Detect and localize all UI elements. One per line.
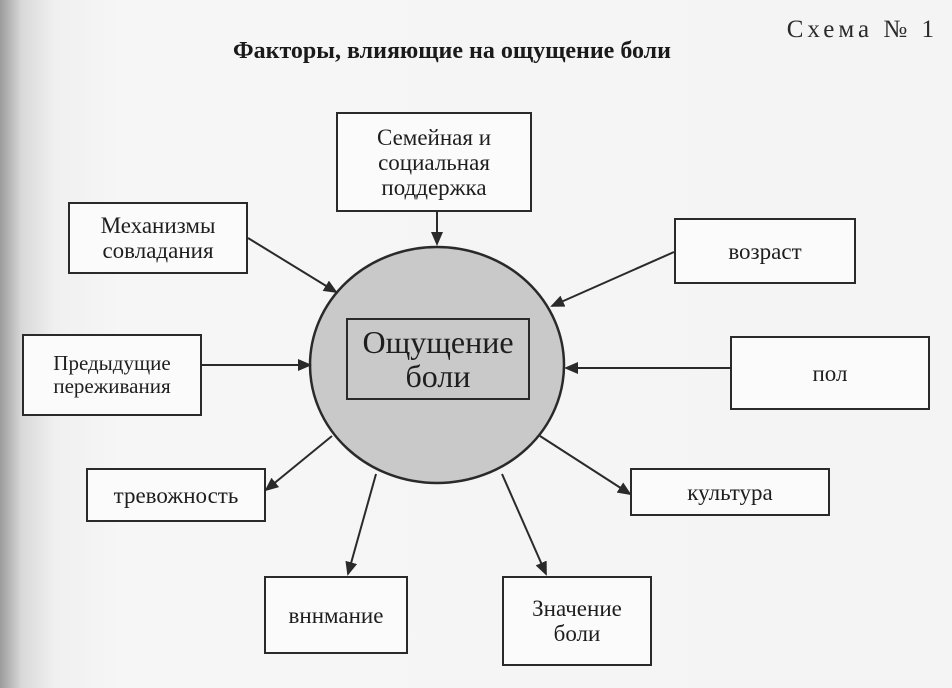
- scheme-number-label: Схема № 1: [786, 16, 938, 43]
- factor-box-attention: вннмание: [264, 576, 408, 654]
- factor-box-gender: пол: [730, 336, 930, 410]
- arrow-age-to-center: [550, 251, 675, 307]
- factor-box-anxiety: тревожность: [86, 468, 266, 522]
- arrow-center-to-attention: [345, 473, 377, 576]
- factor-box-coping: Механизмы совладания: [68, 202, 248, 274]
- arrow-center-to-culture: [539, 435, 632, 496]
- factor-box-family-support: Семейная и социальная поддержка: [336, 112, 532, 212]
- factor-box-culture: культура: [630, 468, 830, 516]
- factor-box-previous-experience: Предыдущие переживания: [22, 334, 202, 416]
- center-label-box: Ощущение боли: [346, 318, 530, 400]
- factor-box-meaning: Значение боли: [502, 576, 652, 666]
- factor-box-age: возраст: [674, 218, 856, 284]
- arrow-center-to-anxiety: [264, 435, 333, 492]
- arrow-coping-to-center: [247, 237, 338, 294]
- diagram-title: Факторы, влияющие на ощущение боли: [233, 38, 671, 64]
- arrow-center-to-meaning: [501, 473, 547, 576]
